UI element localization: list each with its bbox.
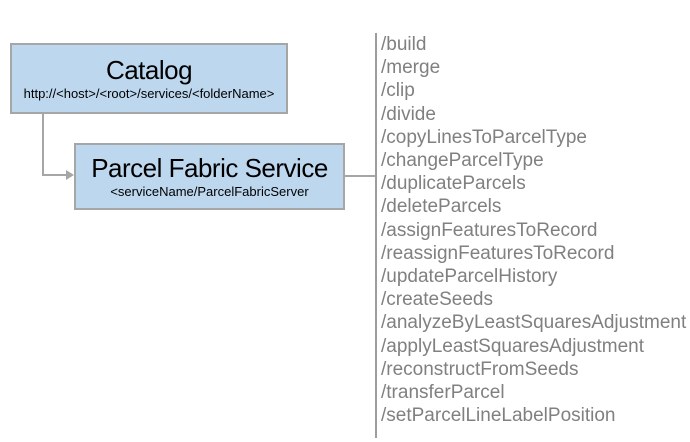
operation-item: /updateParcelHistory xyxy=(381,266,558,288)
operation-item: /reassignFeaturesToRecord xyxy=(381,242,615,264)
parcel-fabric-service-node: Parcel Fabric Service <serviceName/Parce… xyxy=(74,143,345,210)
service-to-operations-connector xyxy=(345,175,376,177)
operation-item: /createSeeds xyxy=(381,289,493,311)
operation-item: /assignFeaturesToRecord xyxy=(381,219,598,241)
service-url-pattern: <serviceName/ParcelFabricServer xyxy=(110,184,309,199)
operations-list: /build/merge/clip/divide/copyLinesToParc… xyxy=(381,33,686,427)
operations-divider-line xyxy=(375,33,377,438)
operation-item: /copyLinesToParcelType xyxy=(381,126,587,148)
catalog-url-pattern: http://<host>/<root>/services/<folderNam… xyxy=(23,86,275,101)
catalog-to-service-connector-vertical xyxy=(42,114,44,176)
operation-item: /divide xyxy=(381,103,436,125)
operation-item: /analyzeByLeastSquaresAdjustment xyxy=(381,312,687,334)
operation-item: /deleteParcels xyxy=(381,196,502,218)
operation-item: /merge xyxy=(381,57,441,79)
operation-item: /setParcelLineLabelPosition xyxy=(381,405,616,427)
operation-item: /duplicateParcels xyxy=(381,173,526,195)
catalog-to-service-connector-horizontal xyxy=(42,174,67,176)
operation-item: /applyLeastSquaresAdjustment xyxy=(381,335,644,357)
operation-item: /clip xyxy=(381,80,415,102)
catalog-node: Catalog http://<host>/<root>/services/<f… xyxy=(10,43,288,114)
operation-item: /changeParcelType xyxy=(381,150,544,172)
operation-item: /build xyxy=(381,34,427,55)
operation-item: /transferParcel xyxy=(381,382,505,404)
service-title: Parcel Fabric Service xyxy=(91,153,328,183)
catalog-title: Catalog xyxy=(105,55,193,85)
operation-item: /reconstructFromSeeds xyxy=(381,358,579,380)
connector-arrowhead-icon xyxy=(66,170,74,180)
